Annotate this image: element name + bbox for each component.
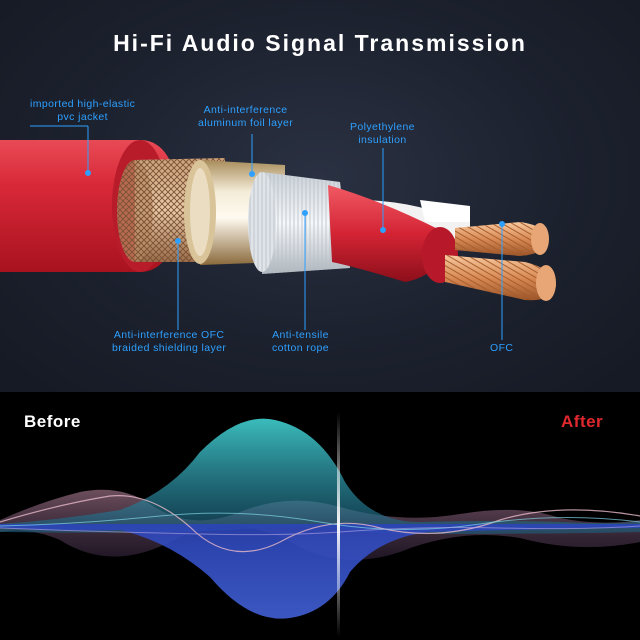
callout-pvc-jacket: imported high-elastic pvc jacket: [30, 98, 135, 124]
callout-braided: Anti-interference OFC braided shielding …: [112, 329, 226, 355]
waveform-panel: [0, 392, 640, 640]
wave-blue: [0, 524, 640, 619]
callout-pvc-jacket-line2: pvc jacket: [57, 111, 108, 123]
callout-polyethylene-line1: Polyethylene: [350, 121, 415, 133]
callout-pvc-jacket-line1: imported high-elastic: [30, 98, 136, 110]
cable-illustration: [0, 125, 556, 340]
before-after-divider: [337, 412, 340, 637]
callout-ofc: OFC: [490, 342, 513, 355]
callout-polyethylene: Polyethylene insulation: [350, 121, 415, 147]
waveform-illustration: [0, 412, 640, 637]
callout-polyethylene-line2: insulation: [358, 134, 407, 146]
callout-braided-line1: Anti-interference OFC: [113, 329, 225, 341]
page-title: Hi-Fi Audio Signal Transmission: [113, 30, 527, 56]
callout-foil-line2: aluminum foil layer: [198, 117, 294, 129]
callout-foil: Anti-interference aluminum foil layer: [198, 104, 293, 130]
leader-lines: [30, 125, 505, 340]
callout-cotton: Anti-tensile cotton rope: [272, 329, 329, 355]
label-after: After: [561, 412, 604, 431]
callout-braided-line2: braided shielding layer: [112, 342, 227, 354]
label-before: Before: [24, 412, 81, 431]
callout-ofc-line1: OFC: [490, 342, 514, 354]
callout-cotton-line2: cotton rope: [272, 342, 329, 354]
wave-teal: [0, 418, 640, 534]
callout-foil-line1: Anti-interference: [203, 104, 288, 116]
callout-cotton-line1: Anti-tensile: [272, 329, 329, 341]
cable-diagram-panel: Hi-Fi Audio Signal Transmission imported…: [0, 0, 640, 392]
